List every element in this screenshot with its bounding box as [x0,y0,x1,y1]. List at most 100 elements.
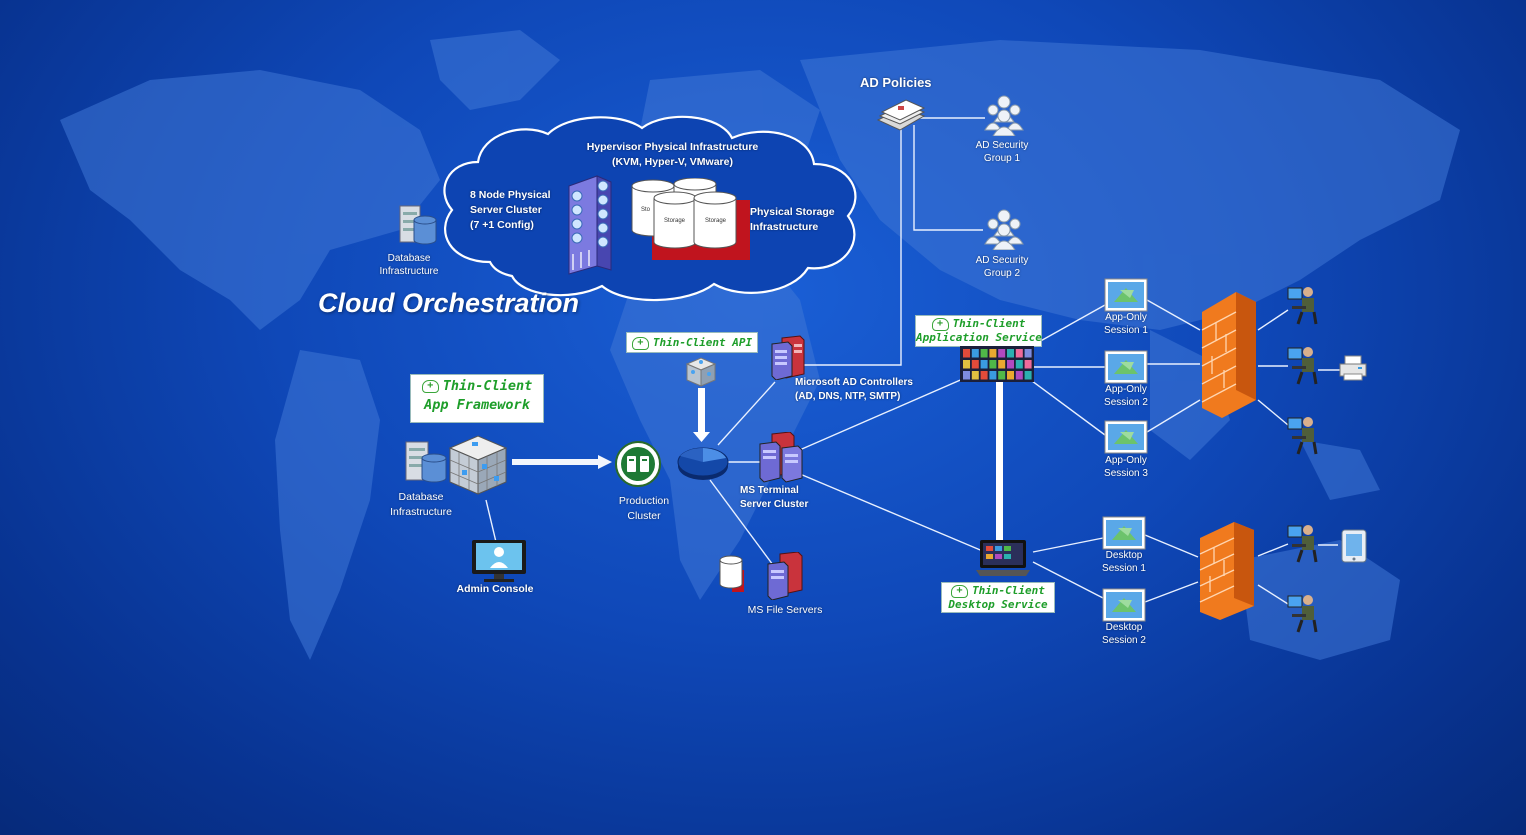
thin-client-logo-icon: + [951,584,969,598]
hypervisor-label: Hypervisor Physical Infrastructure (KVM,… [535,140,810,170]
app-tile [989,349,997,358]
s1-to-fw1 [1146,299,1201,331]
app-session-2-line1: App-Only [1105,384,1147,395]
cluster-line1: 8 Node Physical [470,189,551,201]
user-workstation-4-icon [1287,525,1318,563]
ad-controllers-label: Microsoft AD Controllers (AD, DNS, NTP, … [795,376,913,404]
thin-client-logo-icon: + [631,336,649,350]
cloud-orchestration-title: Cloud Orchestration [318,288,580,318]
app-tile [1007,349,1014,358]
desktop-service-laptop-icon [976,540,1030,576]
api-badge-text: Thin-Client API [652,336,753,349]
cluster-label: 8 Node Physical Server Cluster (7 +1 Con… [470,188,551,233]
hypervisor-line2: (KVM, Hyper-V, VMware) [612,156,733,168]
app-session-1-icon [1104,278,1148,312]
desktop-service-line1: Thin-Client [972,584,1045,597]
ds1-to-fw2 [1144,534,1199,558]
app-session-2-icon [1104,350,1148,384]
app-tile [998,349,1006,358]
app-tile [963,349,970,358]
app-session-3-label: App-Only Session 3 [1094,454,1158,480]
production-line1: Production [618,495,670,507]
production-line2: Cluster [627,510,661,522]
thin-client-api-badge: +Thin-Client API [626,332,758,353]
app-session-3-icon [1104,420,1148,454]
app-session-3-line2: Session 3 [1104,468,1148,479]
app-tile [1015,349,1023,358]
app-tile [998,360,1006,369]
policies-to-ad-controllers [793,128,902,366]
terminal-to-desktop-service [799,473,986,553]
cluster-line3: (7 +1 Config) [470,219,534,231]
desktop-to-session2 [1032,561,1104,599]
app-tile [998,371,1006,380]
thin-client-app-service-badge: +Thin-Client Application Service [915,315,1042,347]
app-tile [1007,360,1014,369]
app-tile [971,371,979,380]
security-group-2-icon [984,209,1024,250]
app-session-2-label: App-Only Session 2 [1094,383,1158,409]
security-group-2-label: AD Security Group 2 [964,254,1040,280]
storage-line1: Physical Storage [750,206,835,218]
app-tile [980,349,988,358]
desktop-session-1-line2: Session 1 [1102,563,1146,574]
hub-to-ad-controllers [717,381,776,446]
thin-client-framework-badge: +Thin-Client App Framework [410,374,544,423]
user-workstation-3-icon [1287,417,1318,455]
app-tile [971,349,979,358]
production-cluster-label: Production Cluster [605,494,683,524]
firewall-2-icon [1199,522,1254,620]
framework-line2: App Framework [424,397,530,413]
framework-db-label: Database Infrastructure [380,490,462,520]
disk-label-2: Storage [705,218,727,224]
disk-label-cut: Sto [641,207,651,213]
user-workstation-2-icon [1287,347,1318,385]
app-tile [1024,360,1032,369]
framework-line1: Thin-Client [442,378,533,394]
app-session-3-line1: App-Only [1105,455,1147,466]
app-service-line2: Application Service [916,330,1042,344]
fw1-to-user1 [1257,309,1289,331]
app-tile [1015,360,1023,369]
storage-line2: Infrastructure [750,221,819,233]
app-service-to-session3 [1027,377,1106,436]
ad-controllers-line2: (AD, DNS, NTP, SMTP) [795,391,901,402]
security-group-1-icon [984,95,1024,136]
framework-db-line2: Infrastructure [390,506,452,518]
thin-client-logo-icon: + [931,317,949,331]
file-servers-label: MS File Servers [747,604,823,616]
file-servers-icon [719,552,803,600]
ad-controllers-line1: Microsoft AD Controllers [795,377,913,388]
hub-to-file-servers [709,479,774,566]
desktop-session-1-icon [1102,516,1146,550]
app-to-desktop-bar [996,382,1003,540]
framework-db-line1: Database [398,491,444,503]
app-tile [980,360,988,369]
app-session-1-line2: Session 1 [1104,325,1148,336]
storage-disks-icon: Sto Storage Storage [631,178,750,260]
fw2-to-user5 [1257,584,1289,605]
desktop-to-session1 [1032,537,1104,553]
desktop-session-2-line2: Session 2 [1102,635,1146,646]
fw1-to-user3 [1257,399,1289,426]
group1-line1: AD Security [975,140,1029,151]
app-tile [989,360,997,369]
firewall-1-icon [1201,292,1256,418]
terminal-line2: Server Cluster [740,499,809,510]
fw2-to-user4 [1257,543,1289,557]
app-service-tiles-icon [960,346,1034,382]
framework-to-production-arrow [512,455,612,469]
terminal-to-app-service [794,377,966,453]
app-tile [971,360,979,369]
group1-line2: Group 1 [983,153,1021,164]
terminal-server-label: MS Terminal Server Cluster [740,484,808,512]
policy-documents-icon [876,99,926,131]
tablet-device-icon [1341,529,1367,563]
framework-database-icon [405,441,447,483]
admin-console-label: Admin Console [456,583,534,595]
app-tile [963,371,970,380]
group2-line1: AD Security [975,255,1029,266]
network-hub-icon [677,447,729,480]
